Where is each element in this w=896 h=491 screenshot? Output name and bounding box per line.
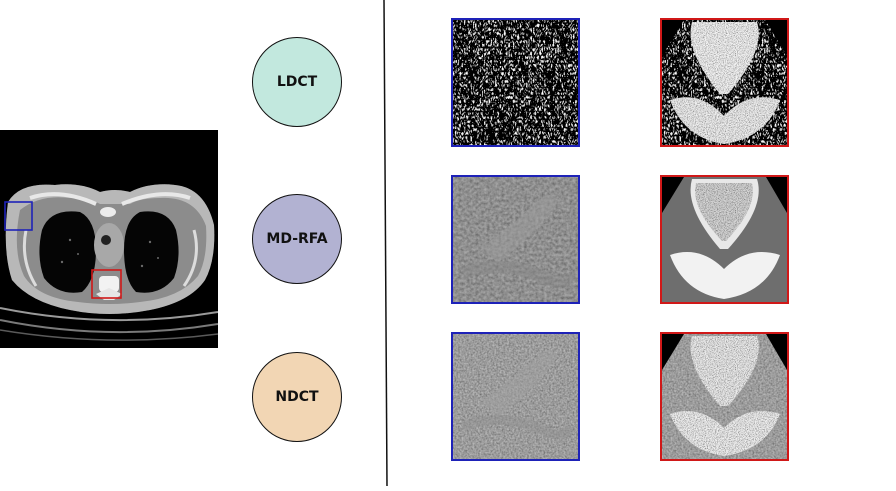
method-label-md-rfa: MD-RFA <box>266 231 328 247</box>
vertical-divider <box>380 0 390 487</box>
zoom-soft-tissue-ndct <box>451 332 580 461</box>
method-label-ndct: NDCT <box>275 389 319 405</box>
ct-slice-image <box>0 130 219 348</box>
method-circle-ldct: LDCT <box>252 37 342 127</box>
method-circle-ndct: NDCT <box>252 352 342 442</box>
zoom-soft-tissue-md-rfa <box>451 175 580 304</box>
roi-box-spine <box>91 269 122 299</box>
zoom-spine-ndct <box>660 332 789 461</box>
method-label-ldct: LDCT <box>276 74 318 90</box>
zoom-spine-ldct <box>660 18 789 147</box>
zoom-spine-md-rfa <box>660 175 789 304</box>
method-circle-md-rfa: MD-RFA <box>252 194 342 284</box>
roi-box-soft-tissue <box>4 201 33 231</box>
zoom-soft-tissue-ldct <box>451 18 580 147</box>
